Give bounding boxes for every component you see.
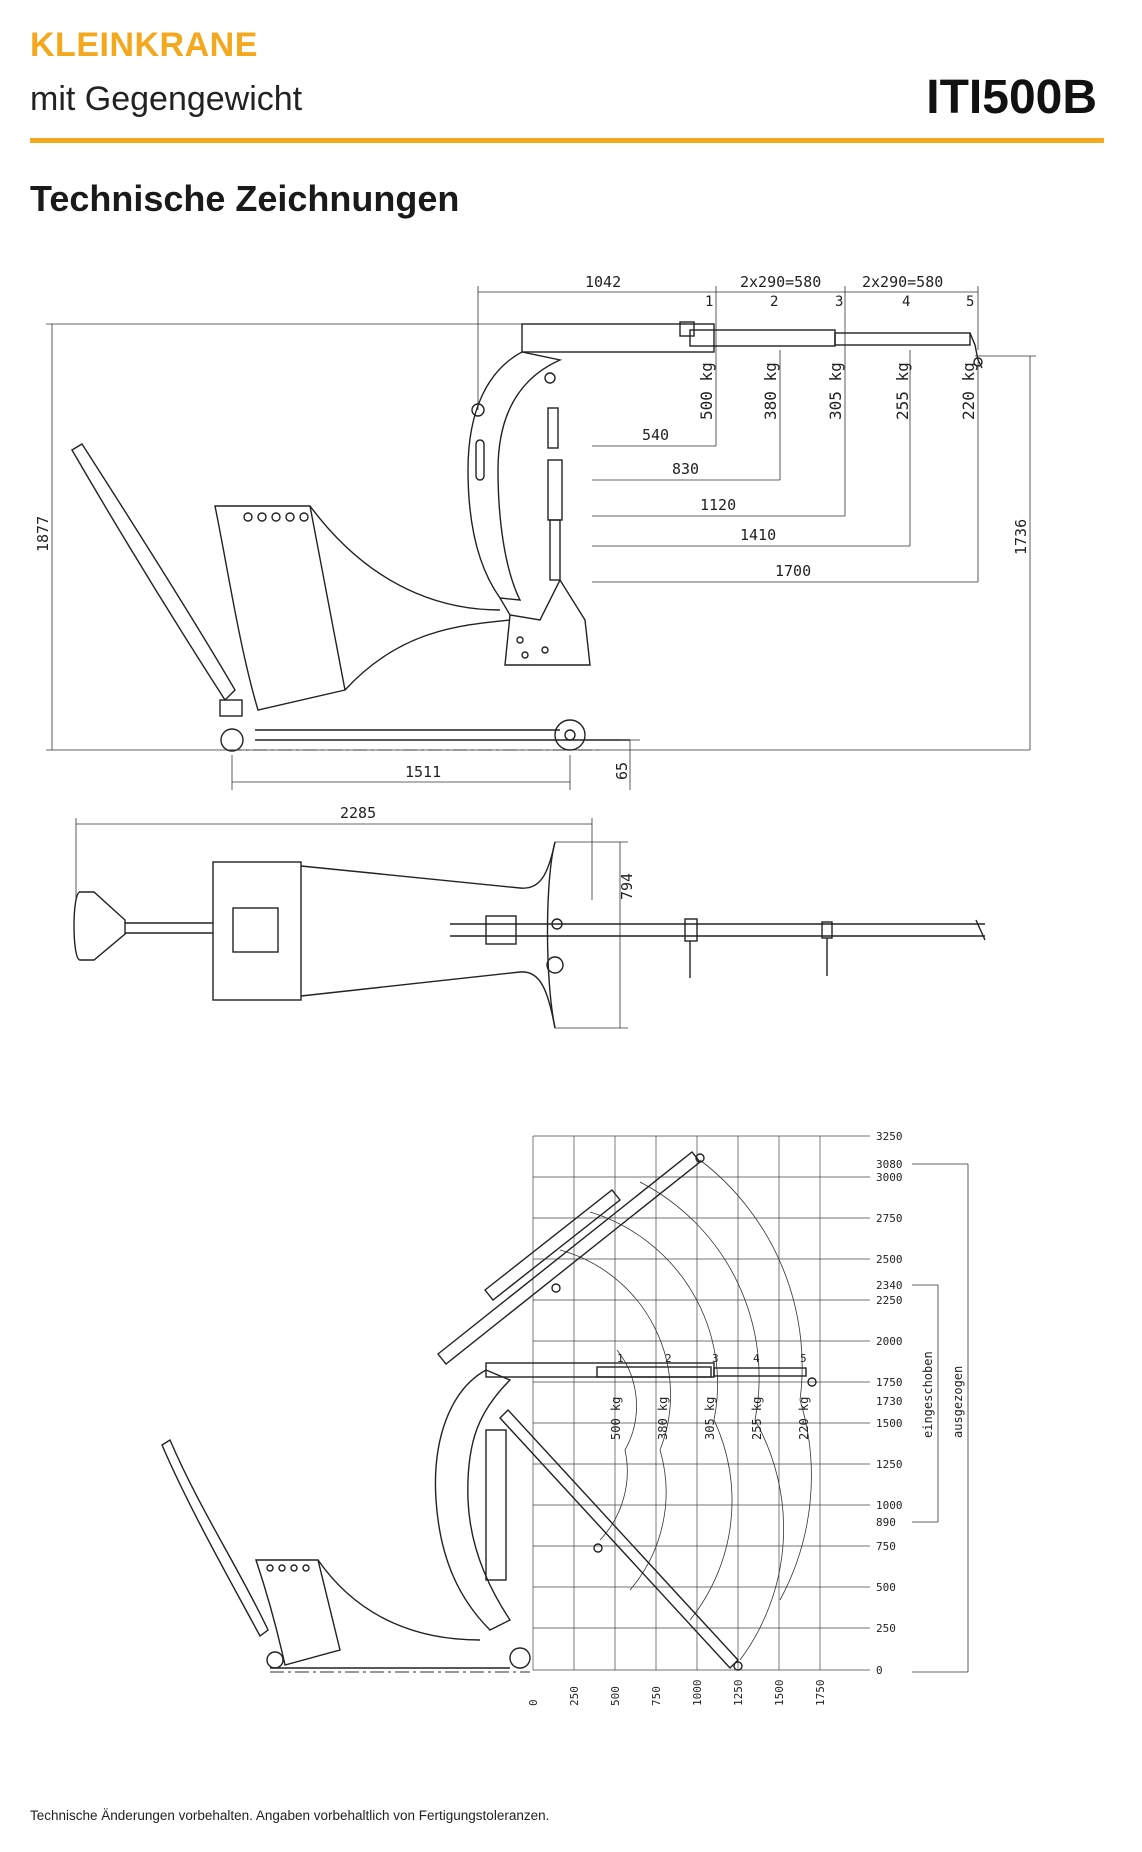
- xtick-250: 250: [568, 1686, 581, 1706]
- xtick-500: 500: [609, 1686, 622, 1706]
- ytick-3080: 3080: [876, 1158, 903, 1171]
- section-title: Technische Zeichnungen: [30, 178, 460, 219]
- range-chart-drawing: 3250 3080 3000 2750 2500 2340 2250 2000 …: [161, 1130, 969, 1707]
- pos-1: 1: [705, 294, 713, 310]
- load-5: 220 kg: [959, 362, 978, 420]
- chart-load-2: 380 kg: [656, 1397, 670, 1440]
- footer-disclaimer: Technische Änderungen vorbehalten. Angab…: [30, 1808, 550, 1823]
- xtick-1750: 1750: [814, 1680, 827, 1707]
- dim-1042: 1042: [585, 273, 621, 291]
- ytick-2750: 2750: [876, 1212, 903, 1225]
- reach-1700: 1700: [775, 562, 811, 580]
- label-extended: ausgezogen: [951, 1366, 965, 1438]
- xtick-1500: 1500: [773, 1680, 786, 1707]
- xtick-1250: 1250: [732, 1680, 745, 1707]
- ytick-750: 750: [876, 1540, 896, 1553]
- model-name: ITI500B: [926, 71, 1097, 124]
- dim-1736: 1736: [1012, 519, 1030, 555]
- reach-830: 830: [672, 460, 699, 478]
- ytick-2340: 2340: [876, 1279, 903, 1292]
- load-2: 380 kg: [761, 362, 780, 420]
- side-view-drawing: 1042 2x290=580 2x290=580 1877 1736 1 2 3…: [34, 273, 1036, 790]
- dim-1877: 1877: [34, 516, 52, 552]
- category-subtitle: mit Gegengewicht: [30, 80, 303, 118]
- ytick-1500: 1500: [876, 1417, 903, 1430]
- dim-1511: 1511: [405, 763, 441, 781]
- ytick-2000: 2000: [876, 1335, 903, 1348]
- ytick-1250: 1250: [876, 1458, 903, 1471]
- dim-580-a: 2x290=580: [740, 273, 821, 291]
- ytick-1730: 1730: [876, 1395, 903, 1408]
- ytick-1750: 1750: [876, 1376, 903, 1389]
- pos-3: 3: [835, 294, 843, 310]
- pos-2: 2: [770, 294, 778, 310]
- load-3: 305 kg: [826, 362, 845, 420]
- ytick-3000: 3000: [876, 1171, 903, 1184]
- chart-load-5: 220 kg: [797, 1397, 811, 1440]
- chart-load-1: 500 kg: [609, 1397, 623, 1440]
- chart-pos-4: 4: [753, 1352, 760, 1365]
- pos-5: 5: [966, 294, 974, 310]
- ytick-3250: 3250: [876, 1130, 903, 1143]
- category-title: KLEINKRANE: [30, 26, 258, 64]
- dim-65: 65: [613, 762, 631, 780]
- dim-794: 794: [618, 873, 636, 900]
- reach-1120: 1120: [700, 496, 736, 514]
- ytick-890: 890: [876, 1516, 896, 1529]
- dim-2285: 2285: [340, 804, 376, 822]
- xtick-0: 0: [527, 1699, 540, 1706]
- ytick-500: 500: [876, 1581, 896, 1594]
- chart-pos-1: 1: [617, 1352, 624, 1365]
- ytick-1000: 1000: [876, 1499, 903, 1512]
- pos-4: 4: [902, 294, 910, 310]
- chart-pos-2: 2: [665, 1352, 672, 1365]
- xtick-750: 750: [650, 1686, 663, 1706]
- ytick-2500: 2500: [876, 1253, 903, 1266]
- load-1: 500 kg: [697, 362, 716, 420]
- load-4: 255 kg: [893, 362, 912, 420]
- xtick-1000: 1000: [691, 1680, 704, 1707]
- header-divider: [30, 138, 1104, 143]
- dim-580-b: 2x290=580: [862, 273, 943, 291]
- top-view-drawing: 2285 794: [73, 804, 986, 1029]
- chart-pos-5: 5: [800, 1352, 807, 1365]
- chart-load-3: 305 kg: [703, 1397, 717, 1440]
- reach-1410: 1410: [740, 526, 776, 544]
- reach-540: 540: [642, 426, 669, 444]
- ytick-2250: 2250: [876, 1294, 903, 1307]
- chart-load-4: 255 kg: [750, 1397, 764, 1440]
- ytick-250: 250: [876, 1622, 896, 1635]
- label-retracted: eingeschoben: [921, 1351, 935, 1438]
- ytick-0: 0: [876, 1664, 883, 1677]
- chart-pos-3: 3: [712, 1352, 719, 1365]
